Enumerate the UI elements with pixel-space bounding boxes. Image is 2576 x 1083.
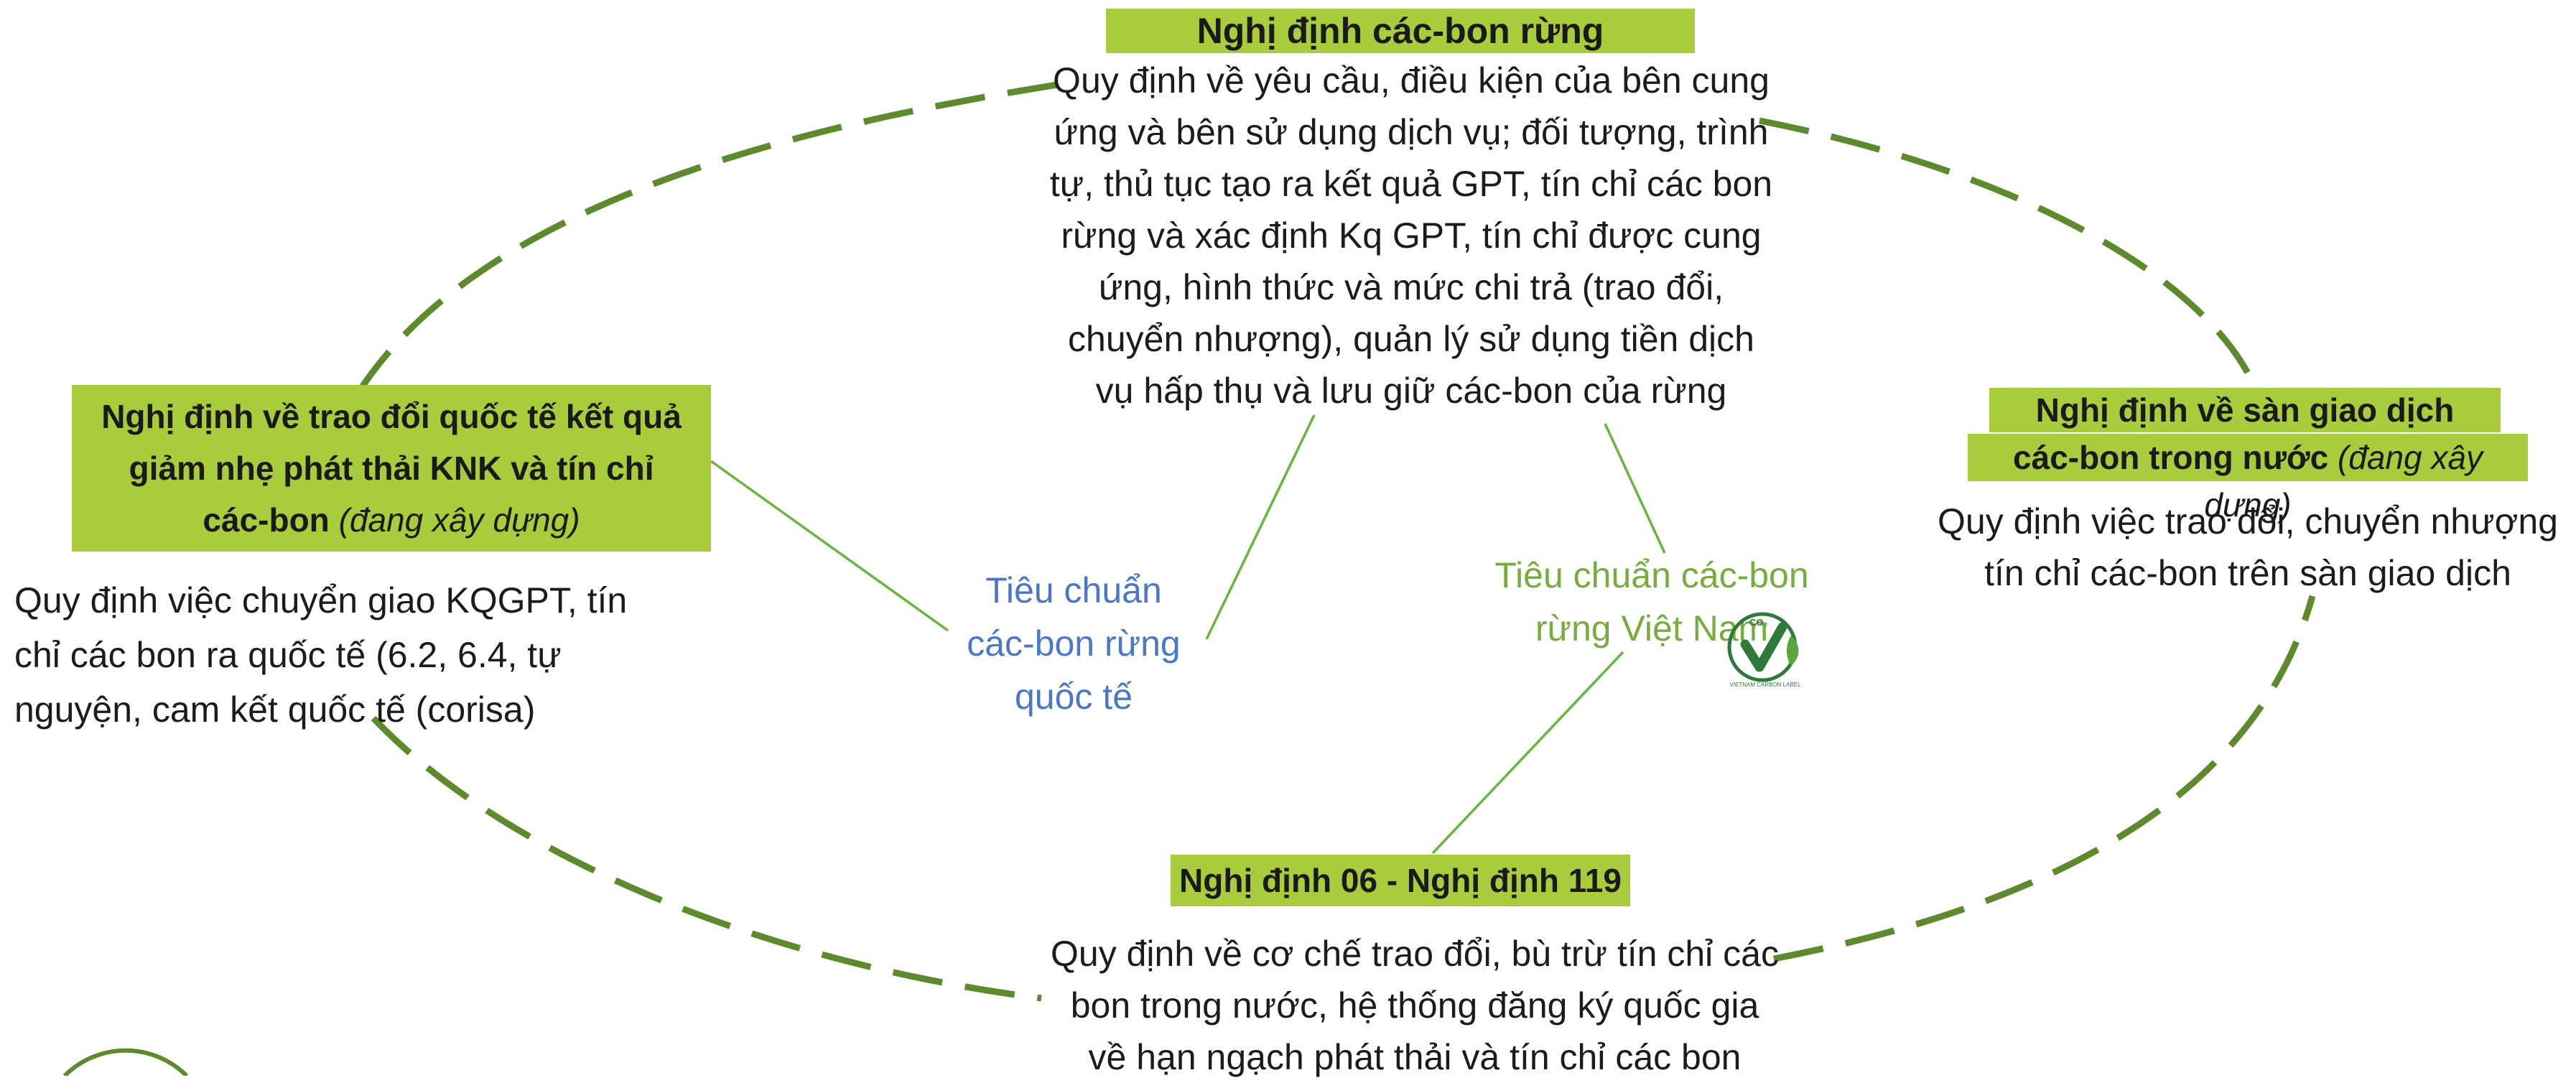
- connector-top-to-vn: [1604, 423, 1666, 554]
- right-node-title: Nghị định về sàn giao dịch: [1989, 388, 2501, 432]
- right-node-title-bold: các-bon trong nước: [2013, 439, 2329, 476]
- top-node-title: Nghị định các-bon rừng: [1106, 9, 1695, 53]
- ellipse-arc-top-right: [1759, 117, 2259, 389]
- international-standard-label: Tiêu chuẩn các-bon rừng quốc tế: [967, 570, 1181, 717]
- left-node-title-line1: Nghị định về trao đổi quốc tế kết quả: [101, 398, 682, 435]
- bottom-node-title: Nghị định 06 - Nghị định 119: [1171, 855, 1630, 906]
- vietnam-carbon-label-logo: CO₂ VIETNAM CARBON LABEL: [1722, 607, 1811, 696]
- vietnam-standard-label: Tiêu chuẩn các-bon rừng Việt Nam: [1494, 555, 1809, 649]
- left-node-title-line3: các-bon (đang xây dựng): [72, 494, 711, 546]
- connector-top-to-intl: [1205, 414, 1316, 640]
- connector-left-to-intl: [710, 460, 949, 632]
- left-node-title: Nghị định về trao đổi quốc tế kết quả gi…: [72, 385, 711, 552]
- logo-caption: VIETNAM CARBON LABEL: [1729, 682, 1801, 688]
- carbon-leaf-check-icon: [1727, 612, 1799, 682]
- ellipse-arc-bottom-left: [371, 715, 1042, 1002]
- left-node-title-line2: giảm nhẹ phát thải KNK và tín chỉ: [129, 450, 654, 487]
- right-node-title-status: (đang xây dựng): [2204, 439, 2483, 524]
- right-node-title-line2: các-bon trong nước (đang xây dựng): [1968, 434, 2528, 524]
- left-node-title-bold: các-bon: [203, 501, 330, 539]
- bottom-node-description: Quy định về cơ chế trao đổi, bù trừ tín …: [1051, 934, 1779, 1077]
- left-node-description: Quy định việc chuyển giao KQGPT, tín chỉ…: [14, 580, 628, 730]
- corner-circle-fragment: [62, 1048, 189, 1076]
- top-node-description: Quy định về yêu cầu, điều kiện của bên c…: [1049, 60, 1773, 411]
- left-node-title-status: (đang xây dựng): [338, 501, 580, 539]
- logo-co2-text: CO₂: [1749, 617, 1768, 628]
- ellipse-arc-top-left: [356, 81, 1058, 394]
- ellipse-arc-bottom-right: [1773, 595, 2316, 962]
- connector-vn-to-bottom: [1431, 651, 1624, 855]
- right-node-description: Quy định việc trao đổi, chuyển nhượng tí…: [1938, 501, 2558, 593]
